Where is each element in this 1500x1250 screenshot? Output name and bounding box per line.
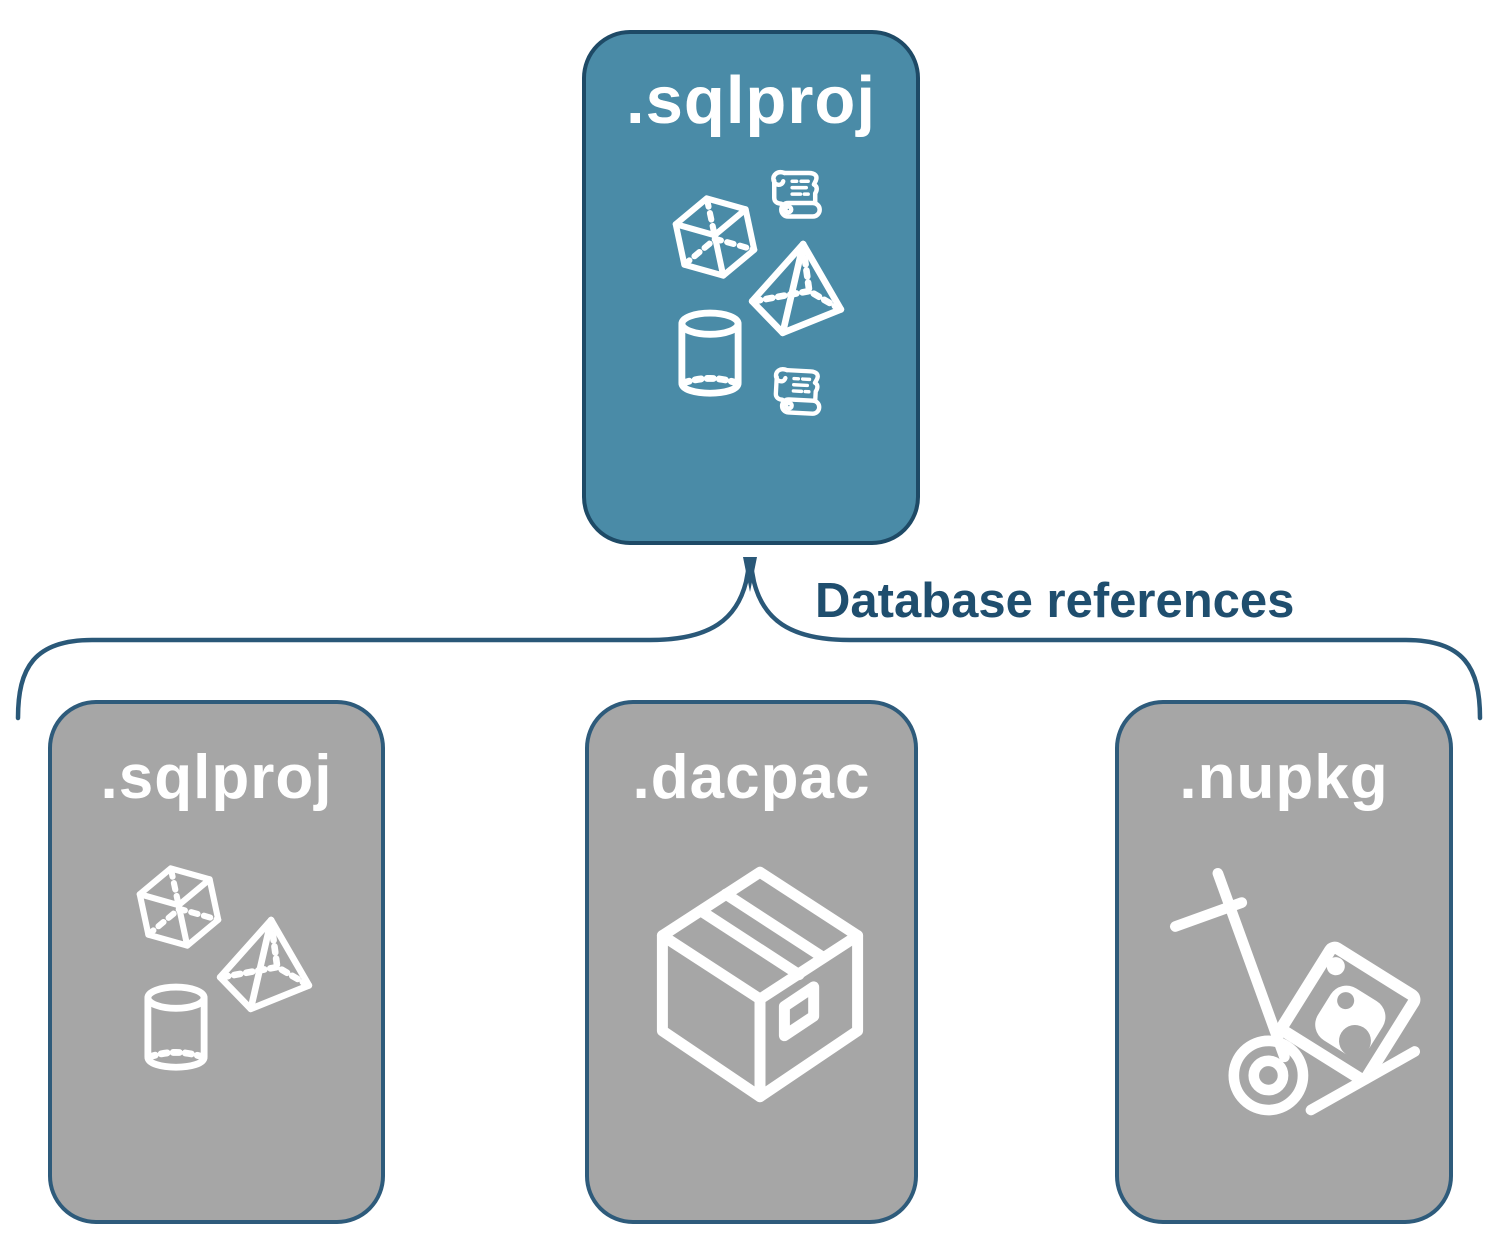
child-node-label: .sqlproj xyxy=(100,743,333,812)
cube-icon xyxy=(659,181,770,292)
root-node-sqlproj: .sqlproj xyxy=(582,30,920,545)
child-node-label: .dacpac xyxy=(632,743,871,812)
scroll-icon xyxy=(764,164,828,228)
child-node-label: .nupkg xyxy=(1179,743,1389,812)
pyramid-icon xyxy=(742,238,850,340)
child-node-nupkg: .nupkg xyxy=(1115,700,1453,1224)
scroll-icon xyxy=(762,360,831,425)
cube-icon xyxy=(123,851,234,962)
pyramid-icon xyxy=(210,914,318,1016)
connector-label: Database references xyxy=(815,574,1295,628)
root-node-label: .sqlproj xyxy=(626,63,876,138)
hand-truck-package-icon xyxy=(1162,854,1428,1132)
child-node-dacpac: .dacpac xyxy=(585,700,918,1224)
package-box-icon xyxy=(638,840,882,1124)
brace-cusp-wedge xyxy=(743,557,757,592)
child-node-sqlproj: .sqlproj xyxy=(48,700,385,1224)
cylinder-icon xyxy=(138,982,214,1078)
cylinder-icon xyxy=(672,308,748,404)
